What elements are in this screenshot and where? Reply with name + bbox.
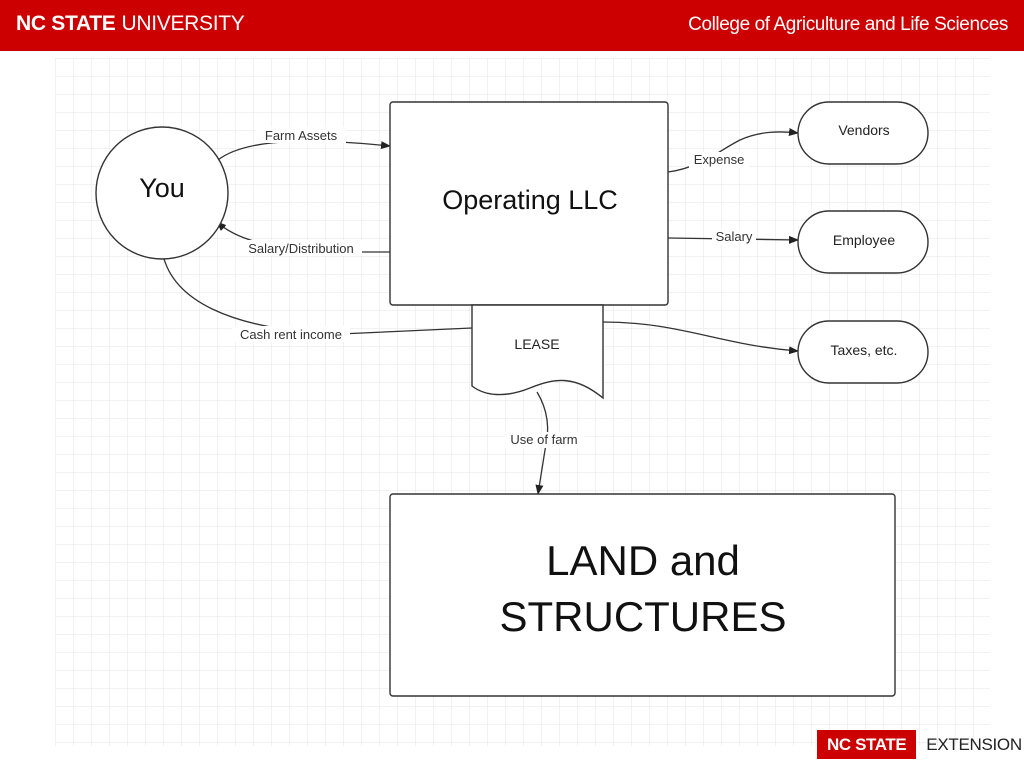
- college-name: College of Agriculture and Life Sciences: [688, 14, 1008, 35]
- extension-logo[interactable]: NC STATE EXTENSION: [817, 730, 1022, 759]
- label-use-of-farm: Use of farm: [510, 432, 577, 447]
- label-bg-cash-rent-income: [232, 326, 350, 342]
- label-bg-expense: [689, 152, 749, 168]
- label-bg-salary: [712, 229, 756, 245]
- extension-logo-red: NC STATE: [817, 730, 917, 759]
- node-land-line2: STRUCTURES: [499, 593, 786, 640]
- brand-strong: NC STATE: [16, 12, 116, 35]
- edge-use-of-farm: [535, 391, 549, 495]
- node-you: [95, 126, 229, 260]
- node-vendors: [797, 101, 929, 165]
- label-salary: Salary: [716, 229, 753, 244]
- node-lease: [471, 304, 604, 400]
- extension-logo-text: EXTENSION: [926, 735, 1022, 754]
- node-land-structures: [389, 493, 896, 697]
- label-cash-rent-income: Cash rent income: [240, 327, 342, 342]
- node-employee: [797, 210, 929, 274]
- node-vendors-label: Vendors: [838, 122, 889, 138]
- label-bg-use-of-farm: [504, 432, 584, 448]
- edge-taxes: [602, 321, 799, 355]
- node-land-line1: LAND and: [546, 537, 740, 584]
- node-lease-label: LEASE: [514, 336, 559, 352]
- node-operating-llc-label: Operating LLC: [442, 185, 618, 215]
- node-taxes: [797, 320, 929, 384]
- label-bg-farm-assets: [256, 127, 346, 143]
- label-farm-assets: Farm Assets: [265, 128, 338, 143]
- label-salary-distribution: Salary/Distribution: [248, 241, 354, 256]
- label-expense: Expense: [694, 152, 745, 167]
- label-bg-salary-distribution: [240, 240, 362, 256]
- node-you-label: You: [139, 173, 185, 203]
- node-taxes-label: Taxes, etc.: [831, 342, 898, 358]
- brand-light: UNIVERSITY: [121, 12, 245, 35]
- node-employee-label: Employee: [833, 232, 895, 248]
